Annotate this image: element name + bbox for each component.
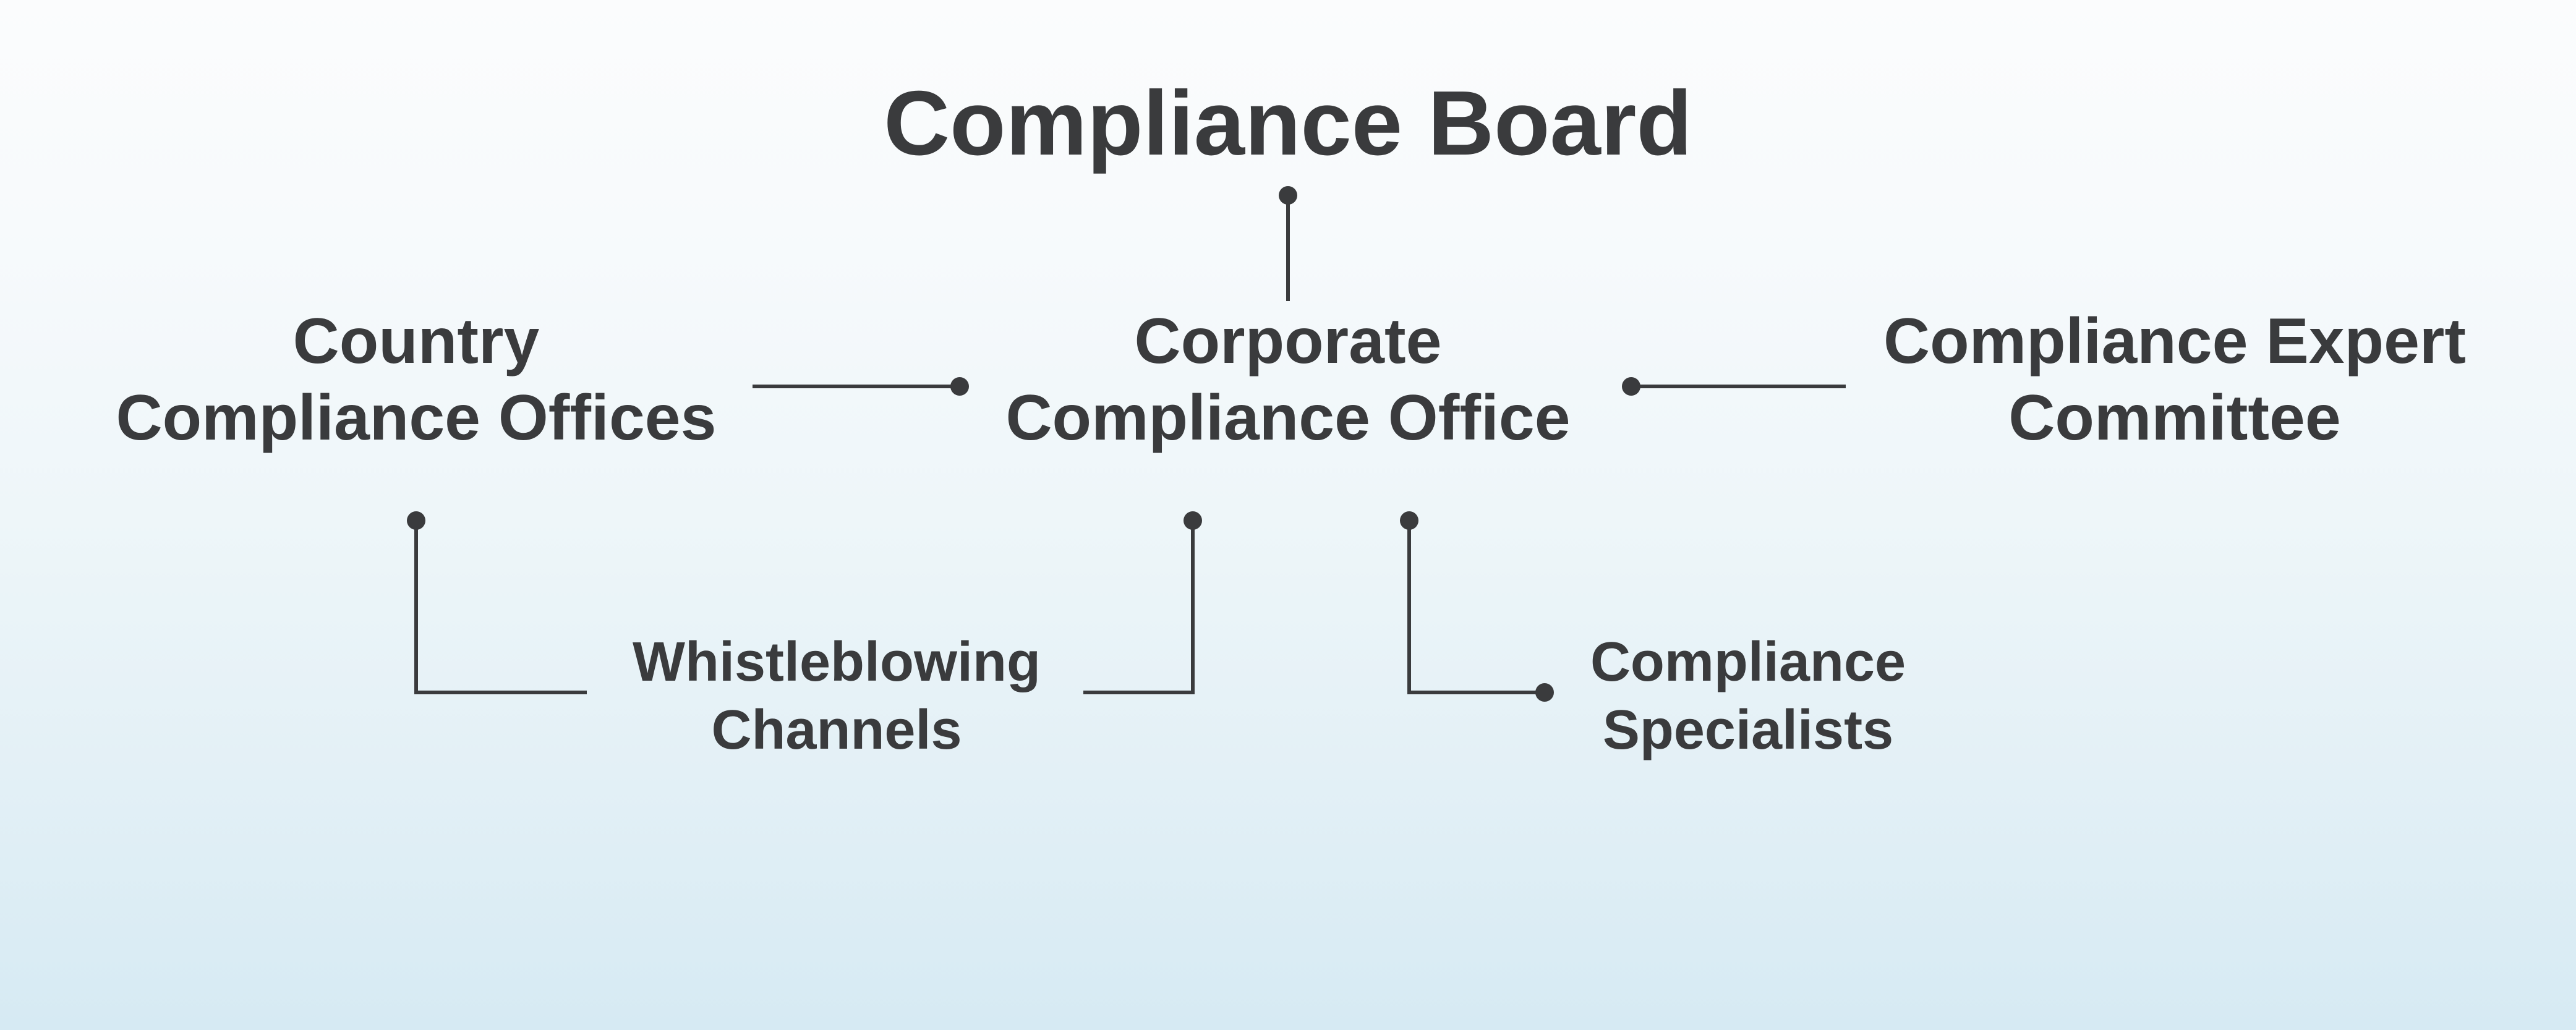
whistle-line-1: Whistleblowing bbox=[633, 631, 1041, 693]
node-whistleblowing-channels: Whistleblowing Channels bbox=[633, 628, 1041, 764]
specialists-line-1: Compliance bbox=[1590, 631, 1906, 693]
connector-corporate-specialists bbox=[1407, 519, 1546, 694]
connector-dot-corporate-left bbox=[1184, 511, 1202, 530]
compliance-board-label: Compliance Board bbox=[884, 72, 1692, 174]
connector-country-whistle bbox=[414, 519, 587, 694]
node-corporate-compliance-office: Corporate Compliance Office bbox=[1005, 303, 1570, 456]
specialists-line-2: Specialists bbox=[1602, 699, 1894, 761]
connector-dot-specialists bbox=[1535, 683, 1554, 702]
compliance-board-title: Compliance Board bbox=[884, 62, 1692, 185]
node-compliance-specialists: Compliance Specialists bbox=[1590, 628, 1906, 764]
corporate-line-1: Corporate bbox=[1134, 305, 1442, 377]
node-country-compliance-offices: Country Compliance Offices bbox=[116, 303, 717, 456]
country-line-2: Compliance Offices bbox=[116, 382, 717, 454]
connector-dot-country-bottom bbox=[407, 511, 425, 530]
connector-dot-expert bbox=[1622, 377, 1640, 396]
connector-dot-corporate-right bbox=[1400, 511, 1418, 530]
expert-line-1: Compliance Expert bbox=[1883, 305, 2467, 377]
node-compliance-expert-committee: Compliance Expert Committee bbox=[1883, 303, 2466, 456]
expert-line-2: Committee bbox=[2008, 382, 2341, 454]
corporate-line-2: Compliance Office bbox=[1005, 382, 1571, 454]
whistle-line-2: Channels bbox=[711, 699, 962, 761]
connector-dot-country bbox=[950, 377, 969, 396]
connector-corporate-whistle bbox=[1083, 519, 1195, 694]
country-line-1: Country bbox=[292, 305, 540, 377]
connector-dot-board bbox=[1279, 186, 1297, 205]
